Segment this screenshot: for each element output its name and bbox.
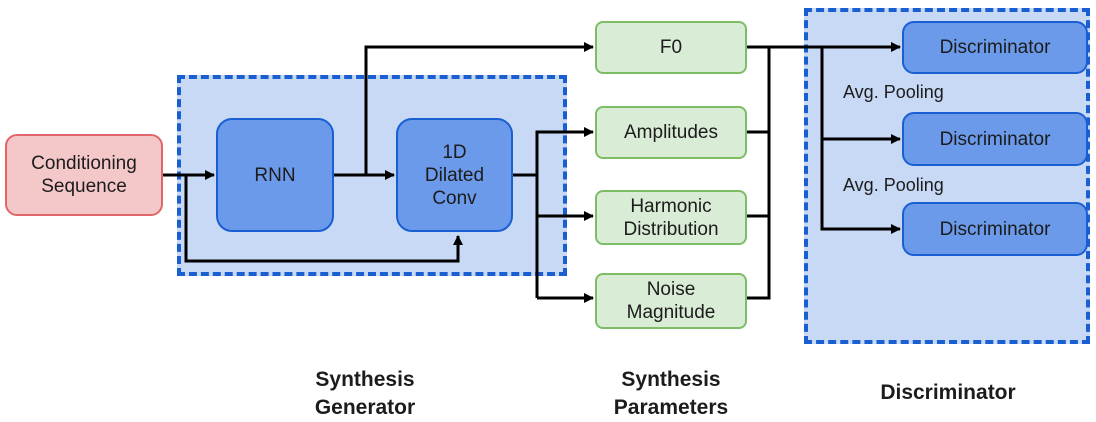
discriminator-1-box: Discriminator xyxy=(902,21,1088,74)
harmonic-distribution-box: Harmonic Distribution xyxy=(595,190,747,245)
synthesis-parameters-title: Synthesis Parameters xyxy=(613,368,729,419)
arrow-skip-to-conv xyxy=(184,175,463,263)
rnn-box: RNN xyxy=(216,118,334,232)
arrow-to-disc-3 xyxy=(820,47,901,234)
arrow-conv-to-amplitudes xyxy=(535,127,594,298)
f0-box: F0 xyxy=(595,21,747,74)
noise-magnitude-box: Noise Magnitude xyxy=(595,273,747,329)
synthesis-generator-title: Synthesis Generator xyxy=(314,368,416,419)
discriminator-title: Discriminator xyxy=(880,381,1016,404)
avg-pooling-label-1: Avg. Pooling xyxy=(843,82,944,102)
conditioning-sequence-box: Conditioning Sequence xyxy=(5,134,163,216)
avg-pooling-label-2: Avg. Pooling xyxy=(843,175,944,195)
dilated-conv-box: 1D Dilated Conv xyxy=(396,118,513,232)
discriminator-2-box: Discriminator xyxy=(902,112,1088,166)
discriminator-3-box: Discriminator xyxy=(902,202,1088,256)
arrow-rnn-to-f0 xyxy=(364,42,594,175)
amplitudes-box: Amplitudes xyxy=(595,106,747,159)
